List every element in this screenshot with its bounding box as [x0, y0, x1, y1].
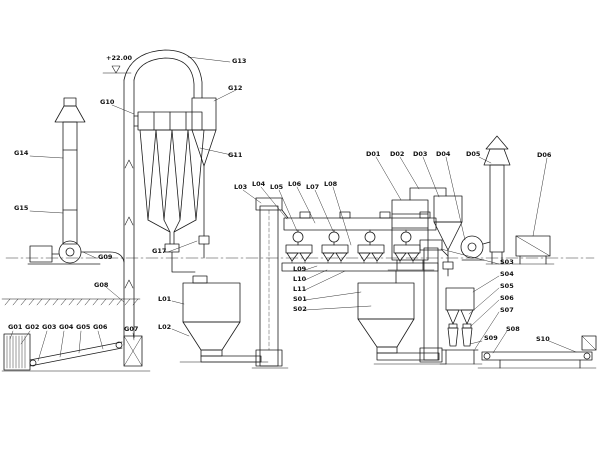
bagging-elevator [419, 239, 449, 363]
label-l01: L01 [158, 295, 172, 303]
cyclone-single [191, 97, 217, 259]
label-g13: G13 [232, 57, 247, 65]
label-l02: L02 [158, 323, 172, 331]
label-g11: G11 [228, 151, 243, 159]
bottom-right-conveyor [477, 335, 597, 369]
aux-box-right [511, 235, 555, 265]
label-g14: G14 [14, 149, 29, 157]
label-l08: L08 [324, 180, 338, 188]
label-s04: S04 [500, 270, 514, 278]
label-l05: L05 [270, 183, 284, 191]
fan-left [27, 240, 125, 265]
label-l07: L07 [306, 183, 320, 191]
label-g06: G06 [93, 323, 108, 331]
label-g10: G10 [100, 98, 115, 106]
label-s02: S02 [293, 305, 307, 313]
label-d04: D04 [436, 150, 451, 158]
label-d05: D05 [466, 150, 481, 158]
label-d01: D01 [366, 150, 381, 158]
label-s01: S01 [293, 295, 307, 303]
sifter-units [285, 244, 421, 264]
label-l06: L06 [288, 180, 302, 188]
ground-hatch [1, 298, 141, 306]
label-g02: G02 [25, 323, 40, 331]
label-g05: G05 [76, 323, 91, 331]
leader-lines [9, 56, 577, 362]
cyclone-right [433, 195, 463, 277]
label-elevation: +22.00 [106, 54, 133, 62]
label-g03: G03 [42, 323, 57, 331]
bucket-elevator-mid [251, 197, 289, 369]
stack-left [54, 97, 86, 245]
label-g08: G08 [94, 281, 109, 289]
distribution-conveyor [283, 211, 437, 246]
label-g04: G04 [59, 323, 74, 331]
label-l04: L04 [252, 180, 266, 188]
label-d03: D03 [413, 150, 428, 158]
label-s03: S03 [500, 258, 514, 266]
bagging-station [439, 287, 483, 365]
label-g15: G15 [14, 204, 29, 212]
label-s07: S07 [500, 306, 514, 314]
label-l10: L10 [293, 275, 307, 283]
riser-duct [123, 79, 135, 346]
label-d02: D02 [390, 150, 405, 158]
label-l03: L03 [234, 183, 248, 191]
hopper-2 [357, 282, 447, 365]
label-g09: G09 [98, 253, 113, 261]
dryer-box [387, 187, 447, 271]
arc-duct [123, 49, 203, 99]
label-s06: S06 [500, 294, 514, 302]
label-l11: L11 [293, 285, 307, 293]
label-g01: G01 [8, 323, 23, 331]
label-g07: G07 [124, 325, 139, 333]
elevator-foot-left [123, 335, 143, 367]
label-s08: S08 [506, 325, 520, 333]
label-d06: D06 [537, 151, 552, 159]
stack-right [483, 135, 511, 265]
label-g17: G17 [152, 247, 167, 255]
cyclone-battery [133, 111, 205, 273]
label-s09: S09 [484, 334, 498, 342]
fan-right [460, 235, 491, 261]
label-s05: S05 [500, 282, 514, 290]
hopper-l01 [179, 275, 269, 363]
label-g12: G12 [228, 84, 243, 92]
feed-conveyor-left [1, 333, 151, 372]
label-l09: L09 [293, 265, 307, 273]
label-s10: S10 [536, 335, 550, 343]
